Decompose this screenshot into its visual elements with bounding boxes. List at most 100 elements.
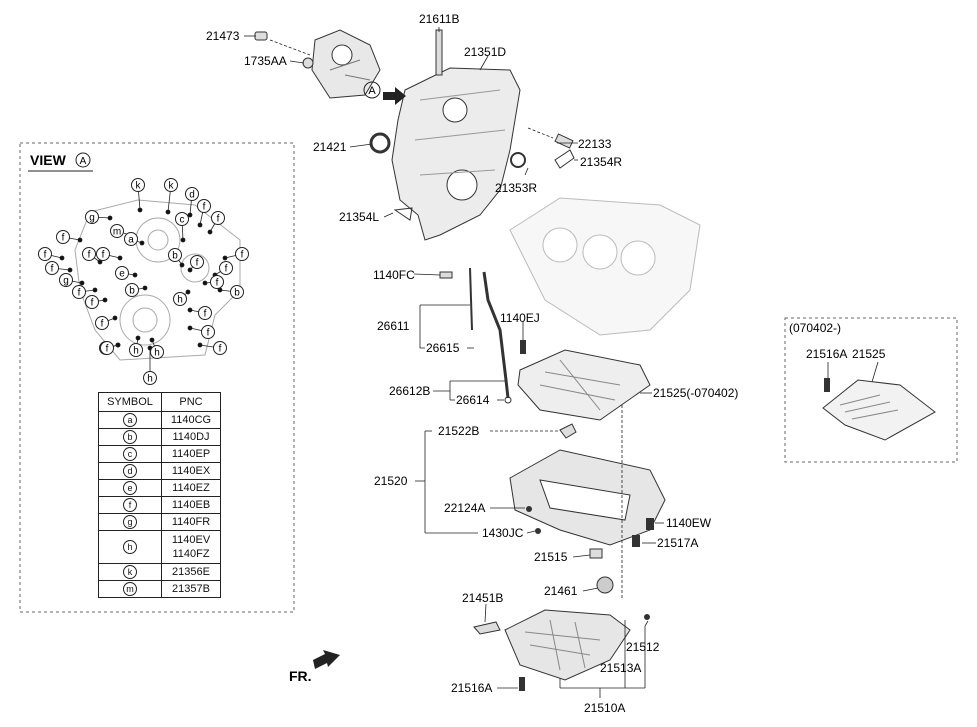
leader-lines [244, 27, 664, 698]
symbol-letter: b [172, 251, 178, 262]
symbol-letter: b [129, 286, 135, 297]
symbol-circle [82, 247, 96, 261]
symbol-circle [115, 266, 129, 280]
part-label: 21515 [534, 550, 568, 564]
view-badge: A [80, 156, 87, 167]
inset-baffle-plate [822, 379, 936, 441]
symbol-circle [59, 273, 73, 287]
gasket-21354r-icon [554, 149, 575, 169]
table-cell-symbol: h [98, 530, 162, 564]
bolt-point [115, 342, 121, 348]
symbol-letter: f [78, 288, 81, 299]
part-label: 21522B [438, 424, 479, 438]
part-label: 1140EJ [500, 311, 540, 325]
part-label: 1735AA [244, 54, 287, 68]
part-label: 22133 [578, 137, 612, 151]
symbol-letter: h [154, 348, 160, 359]
part-label: 1140FC [373, 268, 415, 282]
plate-21451b-icon [473, 621, 501, 635]
inset-title: (070402-) [789, 321, 841, 335]
symbol-circle: m [123, 582, 137, 596]
symbol-letter: f [203, 202, 206, 213]
bolt-point [187, 212, 193, 218]
bolt-point [207, 229, 213, 235]
symbol-letter: g [63, 276, 69, 287]
symbol-letter: k [169, 181, 175, 192]
lower-oil-pan [504, 609, 631, 681]
inset-frame [784, 317, 958, 463]
symbol-letter: f [101, 319, 104, 330]
symbol-letter: e [119, 269, 125, 280]
part-label: 26614 [456, 393, 490, 407]
symbol-letter: k [136, 181, 142, 192]
symbol-letter: h [147, 374, 153, 385]
inset-label-21525: 21525 [852, 347, 886, 361]
symbol-circle [131, 178, 145, 192]
dipstick-tube [469, 267, 510, 399]
symbol-circle [198, 306, 212, 320]
bolt-point [149, 337, 155, 343]
dowel-22133-icon [554, 133, 574, 149]
bolt-1140fc-icon [439, 271, 453, 279]
table-cell-pnc: 1140EZ [161, 479, 221, 497]
part-label: 26611 [377, 319, 410, 333]
view-arrow-icon [383, 87, 406, 105]
symbol-letter: f [62, 233, 65, 244]
bolt-point [180, 237, 186, 243]
bolt-point [102, 297, 108, 303]
symbol-circle [96, 247, 110, 261]
table-cell-symbol: d [98, 462, 162, 480]
part-label: 21421 [313, 140, 347, 154]
part-label: 21512 [626, 640, 660, 654]
upper-oil-pan [509, 449, 666, 546]
part-label: 21525(-070402) [653, 386, 738, 400]
symbol-letter: f [204, 309, 207, 320]
bolt-point [185, 289, 191, 295]
symbol-circle [72, 285, 86, 299]
oring-26614-icon [504, 396, 512, 404]
bolt-point [92, 287, 98, 293]
symbol-circle [164, 178, 178, 192]
symbol-circle [85, 210, 99, 224]
symbol-circle [125, 283, 139, 297]
symbol-letter: m [113, 227, 121, 238]
table-cell-pnc: 1140EB [161, 496, 221, 514]
part-label: 21473 [206, 29, 240, 43]
timing-cover [391, 67, 521, 241]
table-header-symbol: SYMBOL [98, 392, 162, 412]
bolt-point [132, 272, 138, 278]
symbol-letter: b [234, 288, 240, 299]
table-cell-pnc: 1140EX [161, 462, 221, 480]
cylinder-block [509, 197, 701, 336]
part-label: 21513A [600, 661, 641, 675]
symbol-circle: h [123, 540, 137, 554]
symbol-circle [197, 199, 211, 213]
symbol-letter: f [106, 344, 109, 355]
bolt-21517a-icon [632, 535, 640, 547]
symbol-circle [219, 261, 233, 275]
symbol-circle: f [123, 498, 137, 512]
symbol-circle [124, 232, 138, 246]
bolt-1140ew-icon [646, 518, 654, 530]
inset-label-21516a: 21516A [806, 347, 847, 361]
symbol-circle [95, 316, 109, 330]
symbol-letter: f [217, 214, 220, 225]
fr-arrow-icon [313, 650, 340, 669]
symbol-letter: f [225, 264, 228, 275]
seal-21421-icon [369, 132, 391, 154]
symbol-letter: f [207, 328, 210, 339]
table-cell-pnc: 1140EP [161, 445, 221, 463]
symbol-letter: d [189, 190, 195, 201]
symbol-letter: f [88, 250, 91, 261]
table-cell-symbol: m [98, 580, 162, 598]
bolt-point [67, 267, 73, 273]
part-label: 21353R [495, 181, 537, 195]
part-label: 26612B [389, 384, 430, 398]
symbol-letter: f [51, 264, 54, 275]
symbol-circle [129, 343, 143, 357]
